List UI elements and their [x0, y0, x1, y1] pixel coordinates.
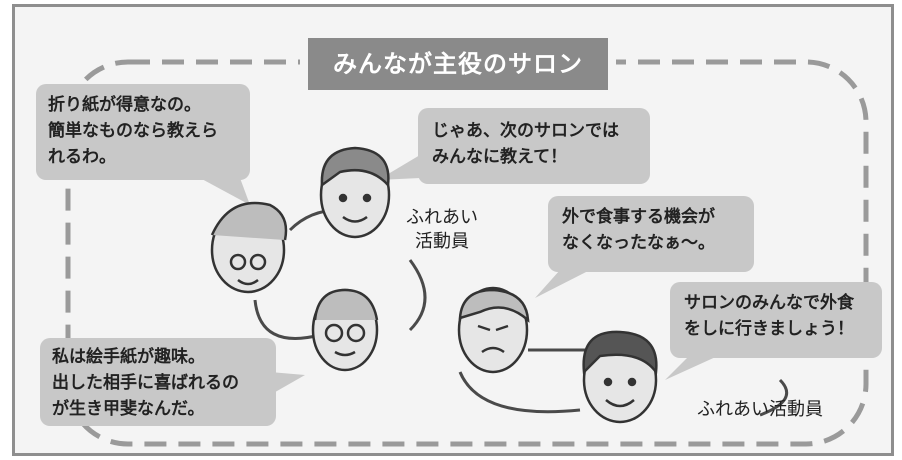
bubble-text-go-eat: サロンのみんなで外食 をしに行きましょう！ — [684, 293, 854, 339]
bubble-text-teach: じゃあ、次のサロンでは みんなに教えて！ — [432, 121, 619, 167]
bubble-text-etegami: 私は絵手紙が趣味。 出した相手に喜ばれるの が生き甲斐なんだ。 — [52, 347, 239, 419]
speech-bubble-eating-out — [535, 196, 754, 298]
bubble-text-eating-out: 外で食事する機会が なくなったなぁ～。 — [562, 207, 715, 253]
face-grandma-origami — [210, 201, 288, 294]
label-staff-left: ふれあい 活動員 — [406, 207, 478, 252]
face-staff-man — [319, 146, 391, 239]
bubble-text-origami: 折り紙が得意なの。 簡単なものなら教えら れるわ。 — [48, 95, 218, 167]
salon-title: みんなが主役のサロン — [308, 38, 608, 90]
label-staff-right: ふれあい活動員 — [697, 399, 823, 420]
face-grandpa-sad — [457, 286, 530, 374]
speech-bubble-etegami — [40, 338, 305, 426]
face-staff-woman — [582, 330, 658, 424]
dashed-salon-border — [65, 59, 869, 447]
speech-bubble-origami — [36, 84, 250, 205]
speech-bubble-go-eat — [665, 282, 882, 380]
face-grandpa-glasses — [311, 288, 379, 372]
